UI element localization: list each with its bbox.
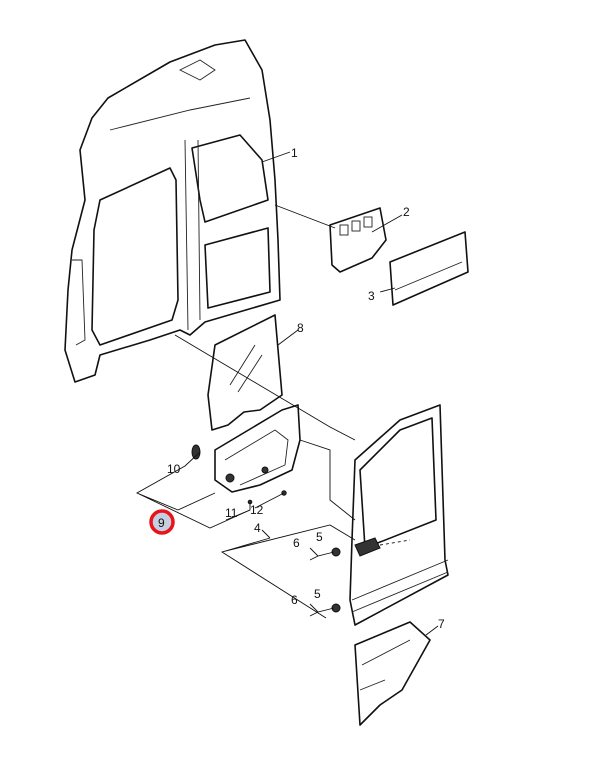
label-5-lower: 5 <box>314 587 321 601</box>
part-5-lower-hinge[interactable] <box>331 603 341 613</box>
part-10-clip[interactable] <box>191 444 201 460</box>
label-12: 12 <box>250 503 264 517</box>
label-4: 4 <box>254 521 261 535</box>
leader-lines <box>136 151 439 636</box>
label-3: 3 <box>368 289 375 303</box>
trim-sheet[interactable] <box>389 231 469 306</box>
cab-side-frame[interactable] <box>64 39 281 383</box>
door[interactable] <box>349 404 449 626</box>
part-5-upper-hinge[interactable] <box>331 547 341 557</box>
inner-panel[interactable] <box>329 207 387 273</box>
label-1: 1 <box>291 146 298 160</box>
label-2: 2 <box>403 205 410 219</box>
label-11: 11 <box>225 506 238 520</box>
label-8: 8 <box>297 321 304 335</box>
label-9[interactable]: 9 <box>158 516 165 530</box>
label-6-lower: 6 <box>291 593 298 607</box>
lower-trim[interactable] <box>354 621 431 726</box>
label-7: 7 <box>438 617 445 631</box>
label-10: 10 <box>167 462 181 476</box>
label-5-upper: 5 <box>316 530 323 544</box>
highlight-ring-part-9[interactable] <box>149 509 175 535</box>
door-module[interactable] <box>214 404 301 493</box>
door-glass[interactable] <box>207 314 283 431</box>
label-6-upper: 6 <box>293 536 300 550</box>
